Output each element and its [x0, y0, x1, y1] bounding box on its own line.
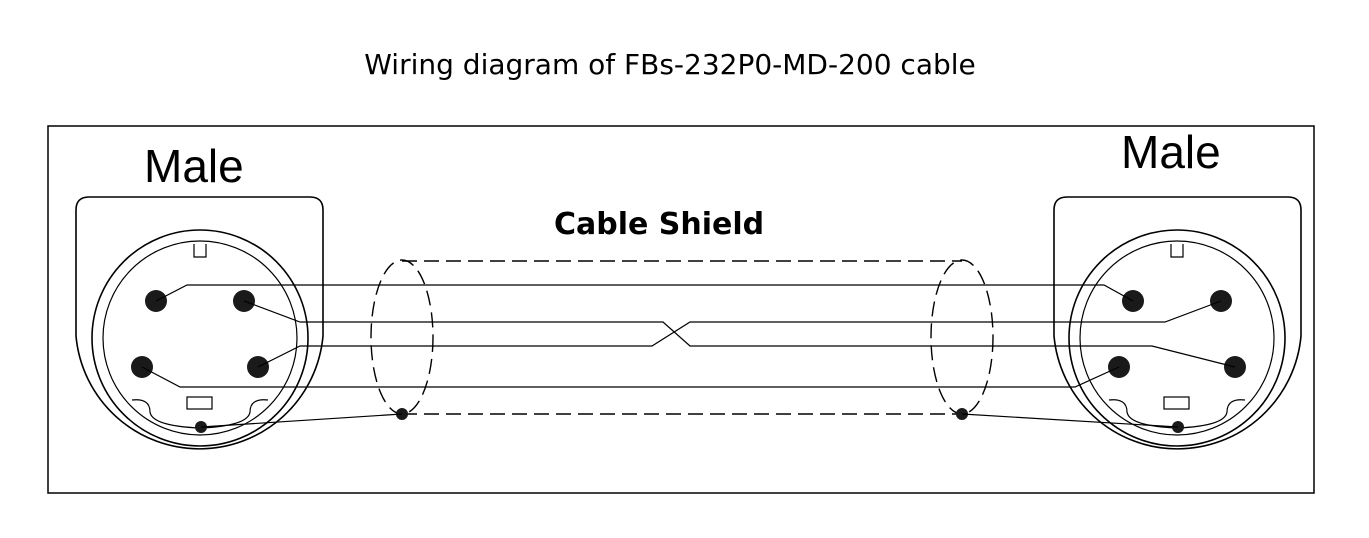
- right-connector-key-slot: [1163, 396, 1190, 410]
- right-connector-shell: [1068, 229, 1286, 447]
- drain-wire-left: [200, 413, 403, 428]
- wire-pin1-to-pin1: [155, 284, 1134, 302]
- wire-pin2-to-pin4: [243, 300, 1236, 368]
- shield-left-end: [370, 259, 434, 415]
- diagram-frame: [47, 125, 1315, 494]
- right-connector-inner-ring: [1079, 240, 1275, 436]
- left-connector-shell: [91, 229, 309, 447]
- cable-shield: [370, 259, 994, 420]
- left-male-label: Male: [144, 140, 244, 192]
- shield-right-end: [930, 259, 994, 415]
- wire-pin3-to-pin3: [141, 366, 1120, 388]
- wire-pin4-to-pin2: [257, 300, 1222, 368]
- left-connector-key-slot: [186, 396, 213, 410]
- cable-shield-label: Cable Shield: [554, 207, 764, 242]
- drain-wire-right: [961, 413, 1179, 428]
- left-connector-housing: [75, 196, 324, 450]
- left-connector: [75, 196, 324, 450]
- page-title: Wiring diagram of FBs-232P0-MD-200 cable: [364, 48, 976, 81]
- left-connector-key-notch: [193, 244, 207, 258]
- right-connector: [1053, 196, 1302, 450]
- right-connector-housing: [1053, 196, 1302, 450]
- wires: [141, 284, 1236, 428]
- right-male-label: Male: [1121, 126, 1221, 178]
- left-connector-inner-ring: [102, 240, 298, 436]
- right-connector-key-notch: [1170, 244, 1184, 258]
